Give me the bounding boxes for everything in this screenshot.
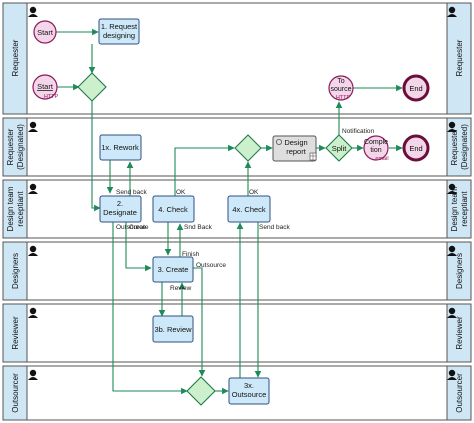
person-icon: [28, 307, 38, 318]
edge-designate-to-create: [125, 222, 152, 272]
gateway-label: Split: [332, 144, 348, 153]
start-http-event[interactable]: Start HTTP: [32, 74, 59, 100]
gateway-outsource[interactable]: [186, 376, 216, 406]
edge-designate-to-outsource: [112, 222, 188, 395]
edge-label: OK: [176, 189, 186, 196]
task-label: 1x. Rework: [101, 143, 139, 152]
edge-create-to-outsource-gw: [193, 267, 206, 377]
task-outsource-check[interactable]: 4x. Check: [227, 195, 271, 223]
edge-label: Finish: [182, 251, 200, 258]
task-label: 3b. Review: [154, 325, 192, 334]
lane-label-right: Design teamreceptiant: [450, 186, 469, 231]
end-event-designated[interactable]: End: [402, 134, 430, 162]
person-icon: [28, 6, 38, 17]
end-label: End: [409, 84, 422, 93]
lane-label: Requester: [11, 39, 20, 76]
lane-designers: Designers Designers: [2, 241, 472, 301]
lane-label-right: Requester(Designated): [450, 124, 469, 170]
person-icon: [447, 369, 457, 380]
person-icon: [447, 121, 457, 132]
edge-label: Notification: [342, 128, 375, 135]
task-label: 2.Designate: [103, 199, 137, 217]
lane-header-left: [2, 2, 28, 115]
person-icon: [28, 183, 38, 194]
edge-gateway-to-designate: [91, 100, 101, 212]
edge-label: OK: [249, 189, 259, 196]
lane-reviewer: Reviewer Reviewer: [2, 303, 472, 363]
edge-label: Outsource: [196, 262, 226, 269]
lane-label: Requester(Designated): [6, 124, 25, 170]
task-review[interactable]: 3b. Review: [152, 315, 194, 343]
lane-label: Outsourcer: [11, 373, 20, 413]
task-rework[interactable]: 1x. Rework: [99, 134, 142, 161]
end-event-top[interactable]: End: [402, 74, 430, 102]
person-icon: [447, 6, 457, 17]
person-icon: [447, 245, 457, 256]
task-create[interactable]: 3. Create: [152, 256, 194, 283]
lane-label-right: Requester: [455, 39, 464, 76]
edge-label: Outsource: [116, 224, 146, 231]
task-check[interactable]: 4. Check: [152, 195, 195, 223]
start-http-sub: HTTP: [44, 94, 59, 100]
edge-label: Review: [170, 285, 192, 292]
start-event[interactable]: Start: [33, 20, 57, 44]
edge-labels: Send back OK OK Outsource Create Send ba…: [116, 128, 375, 292]
person-icon: [28, 369, 38, 380]
table-icon: [309, 152, 317, 161]
task-designate[interactable]: 2.Designate: [99, 195, 142, 223]
lane-label: Designers: [11, 253, 20, 289]
lane-label-right: Outsourcer: [455, 373, 464, 413]
edge-label: Create: [129, 224, 149, 231]
task-label: 4. Check: [158, 205, 188, 214]
lane-header-right: [446, 2, 472, 115]
task-label: 3x.Outsource: [232, 381, 267, 399]
start-label: Start: [37, 28, 54, 37]
person-icon: [447, 183, 457, 194]
edge-label: Send back: [116, 189, 147, 196]
person-icon: [28, 245, 38, 256]
event-sub: email: [375, 156, 388, 162]
event-sub: HTTP: [336, 95, 351, 101]
task-outsource[interactable]: 3x.Outsource: [228, 377, 270, 405]
person-icon: [28, 121, 38, 132]
gear-icon: [275, 138, 282, 145]
task-label: 4x. Check: [232, 205, 266, 214]
lane-label-right: Designers: [455, 253, 464, 289]
edge-check-to-gateway: [174, 144, 235, 196]
edges: [56, 28, 403, 395]
gateway-merge[interactable]: [77, 72, 107, 102]
person-icon: [447, 307, 457, 318]
lane-label: Reviewer: [11, 316, 20, 350]
lane-label-right: Reviewer: [455, 316, 464, 350]
gateway-join[interactable]: [234, 134, 262, 162]
lane-requester: Requester Requester: [2, 2, 472, 115]
lane-label: Design teamreceptiant: [6, 186, 25, 231]
edge-label: Send back: [259, 224, 290, 231]
gateway-split[interactable]: Split: [325, 134, 353, 162]
edge-label: Snd Back: [184, 224, 213, 231]
start-http-label: Start: [37, 82, 54, 91]
end-label: End: [409, 144, 422, 153]
task-label: 3. Create: [158, 265, 189, 274]
